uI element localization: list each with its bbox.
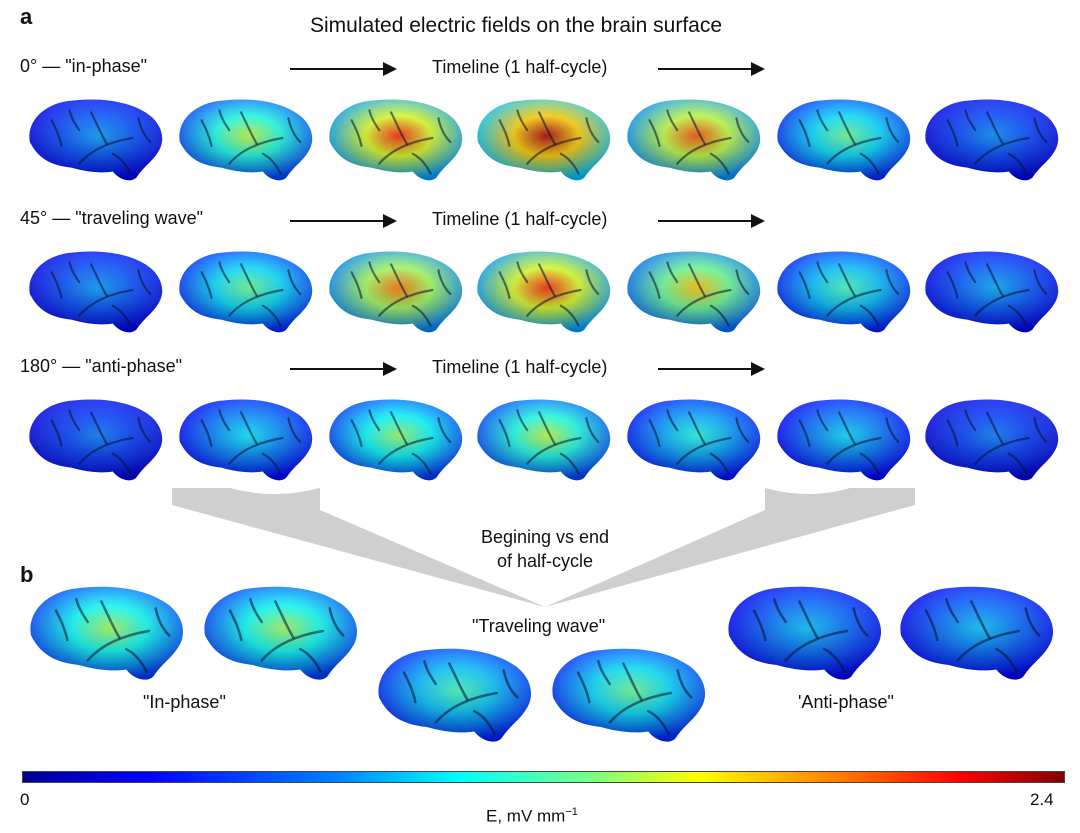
row-label-anti-phase: 180° — "anti-phase"	[20, 356, 183, 376]
brain-map	[470, 244, 618, 336]
panel-letter-a: a	[20, 4, 33, 29]
colorbar	[22, 771, 1065, 783]
brain-map	[322, 392, 470, 484]
timeline-arrow-left	[290, 62, 397, 76]
colorbar-unit-main: E, mV mm	[486, 806, 566, 826]
colorbar-max-label: 2.4	[1030, 790, 1054, 809]
colorbar-min-label: 0	[20, 790, 30, 809]
brain-map	[770, 392, 918, 484]
brain-map	[322, 244, 470, 336]
brain-map	[322, 92, 470, 184]
row-label-in-phase: 0° — "in-phase"	[20, 56, 148, 76]
brain-map	[892, 578, 1062, 684]
brain-map	[22, 244, 170, 336]
timeline-arrow-right	[658, 362, 765, 376]
colorbar-unit-exponent: −1	[565, 806, 578, 818]
brain-map	[470, 392, 618, 484]
timeline-arrow-right	[658, 62, 765, 76]
brain-map	[620, 392, 768, 484]
group-label-anti-phase: 'Anti-phase"	[798, 692, 894, 712]
brain-map	[22, 392, 170, 484]
panel-letter-b: b	[20, 562, 34, 587]
brain-map	[544, 640, 714, 746]
brain-map	[918, 92, 1066, 184]
brain-map	[172, 244, 320, 336]
timeline-label: Timeline (1 half-cycle)	[432, 57, 608, 77]
brain-map	[22, 578, 192, 684]
funnel-left	[172, 488, 545, 607]
brain-map	[172, 392, 320, 484]
row-label-traveling-wave: 45° — "traveling wave"	[20, 208, 204, 228]
brain-map	[22, 92, 170, 184]
timeline-arrow-left	[290, 214, 397, 228]
brain-map	[196, 578, 366, 684]
brain-map	[770, 92, 918, 184]
colorbar-unit: E, mV mm−1	[486, 806, 578, 827]
center-caption: Begining vs end of half-cycle	[450, 525, 640, 573]
brain-map	[620, 92, 768, 184]
brain-map	[370, 640, 540, 746]
timeline-arrow-left	[290, 362, 397, 376]
brain-map	[470, 92, 618, 184]
figure-title: Simulated electric fields on the brain s…	[310, 14, 723, 37]
group-label-traveling-wave: "Traveling wave"	[472, 616, 606, 636]
group-label-in-phase: "In-phase"	[143, 692, 226, 712]
brain-map	[720, 578, 890, 684]
brain-map	[620, 244, 768, 336]
timeline-label: Timeline (1 half-cycle)	[432, 357, 608, 377]
brain-map	[770, 244, 918, 336]
center-caption-line1: Begining vs end	[480, 527, 610, 547]
brain-map	[918, 244, 1066, 336]
timeline-label: Timeline (1 half-cycle)	[432, 209, 608, 229]
brain-map	[918, 392, 1066, 484]
funnel-right	[545, 488, 915, 607]
timeline-arrow-right	[658, 214, 765, 228]
brain-map	[172, 92, 320, 184]
center-caption-line2: of half-cycle	[496, 551, 594, 571]
